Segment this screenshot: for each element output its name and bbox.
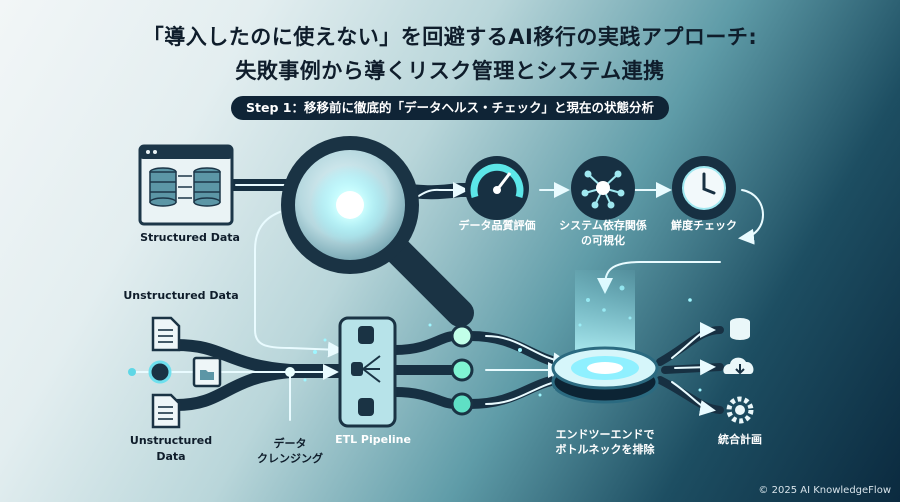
label-data-cleansing-1: データ [273, 437, 307, 450]
label-bottleneck-2: ボトルネックを排除 [555, 443, 655, 456]
label-data-cleansing-2: クレンジング [257, 452, 323, 465]
label-bottleneck-1: エンドツーエンドで [555, 428, 655, 441]
label-unstructured-data-bottom-2: Data [156, 450, 186, 463]
magnifying-glass-icon [281, 136, 474, 327]
database-icon [730, 318, 750, 340]
document-lines [158, 329, 173, 420]
sparkles [303, 298, 702, 397]
glowing-disc-icon [551, 270, 659, 404]
gear-icon [726, 396, 754, 424]
label-unstructured-data-top: Unstructured Data [123, 289, 239, 302]
node-dots [128, 360, 295, 384]
cloud-download-icon [723, 357, 754, 375]
network-hub-icon [571, 156, 635, 220]
tube-etl-c [390, 387, 460, 409]
label-freshness-check: 鮮度チェック [671, 219, 737, 232]
label-dependency-viz-1: システム依存関係 [559, 219, 647, 232]
arrow-out-2 [674, 359, 716, 376]
clock-icon [672, 156, 736, 220]
gauge-icon [465, 156, 529, 220]
label-quality-eval: データ品質評価 [458, 219, 536, 232]
label-unstructured-data-bottom-1: Unstructured [129, 434, 213, 447]
tube-etl-a [390, 331, 460, 355]
label-structured-data: Structured Data [140, 231, 240, 244]
tube-out-1 [656, 326, 724, 366]
label-etl-pipeline: ETL Pipeline [335, 433, 411, 446]
structured-data-window-icon [138, 144, 234, 226]
etl-output-nodes [450, 324, 474, 416]
arrow-out-1 [671, 322, 716, 359]
arrow-out-3 [671, 381, 716, 416]
copyright: © 2025 AI KnowledgeFlow [758, 485, 891, 496]
arrow-loop-right [738, 189, 764, 245]
folder-icon [192, 356, 222, 388]
label-integration-plan: 統合計画 [718, 433, 762, 446]
step-banner: Step 1：移移前に徹底的「データヘルス・チェック」と現在の状態分析 [231, 96, 669, 120]
title-line-1: 「導入したのに使えない」を回避するAI移行の実践アプローチ: [142, 25, 758, 49]
title-line-2: 失敗事例から導くリスク管理とシステム連携 [235, 59, 665, 83]
etl-pipeline-icon [338, 316, 397, 428]
label-dependency-viz-2: の可視化 [581, 234, 625, 247]
